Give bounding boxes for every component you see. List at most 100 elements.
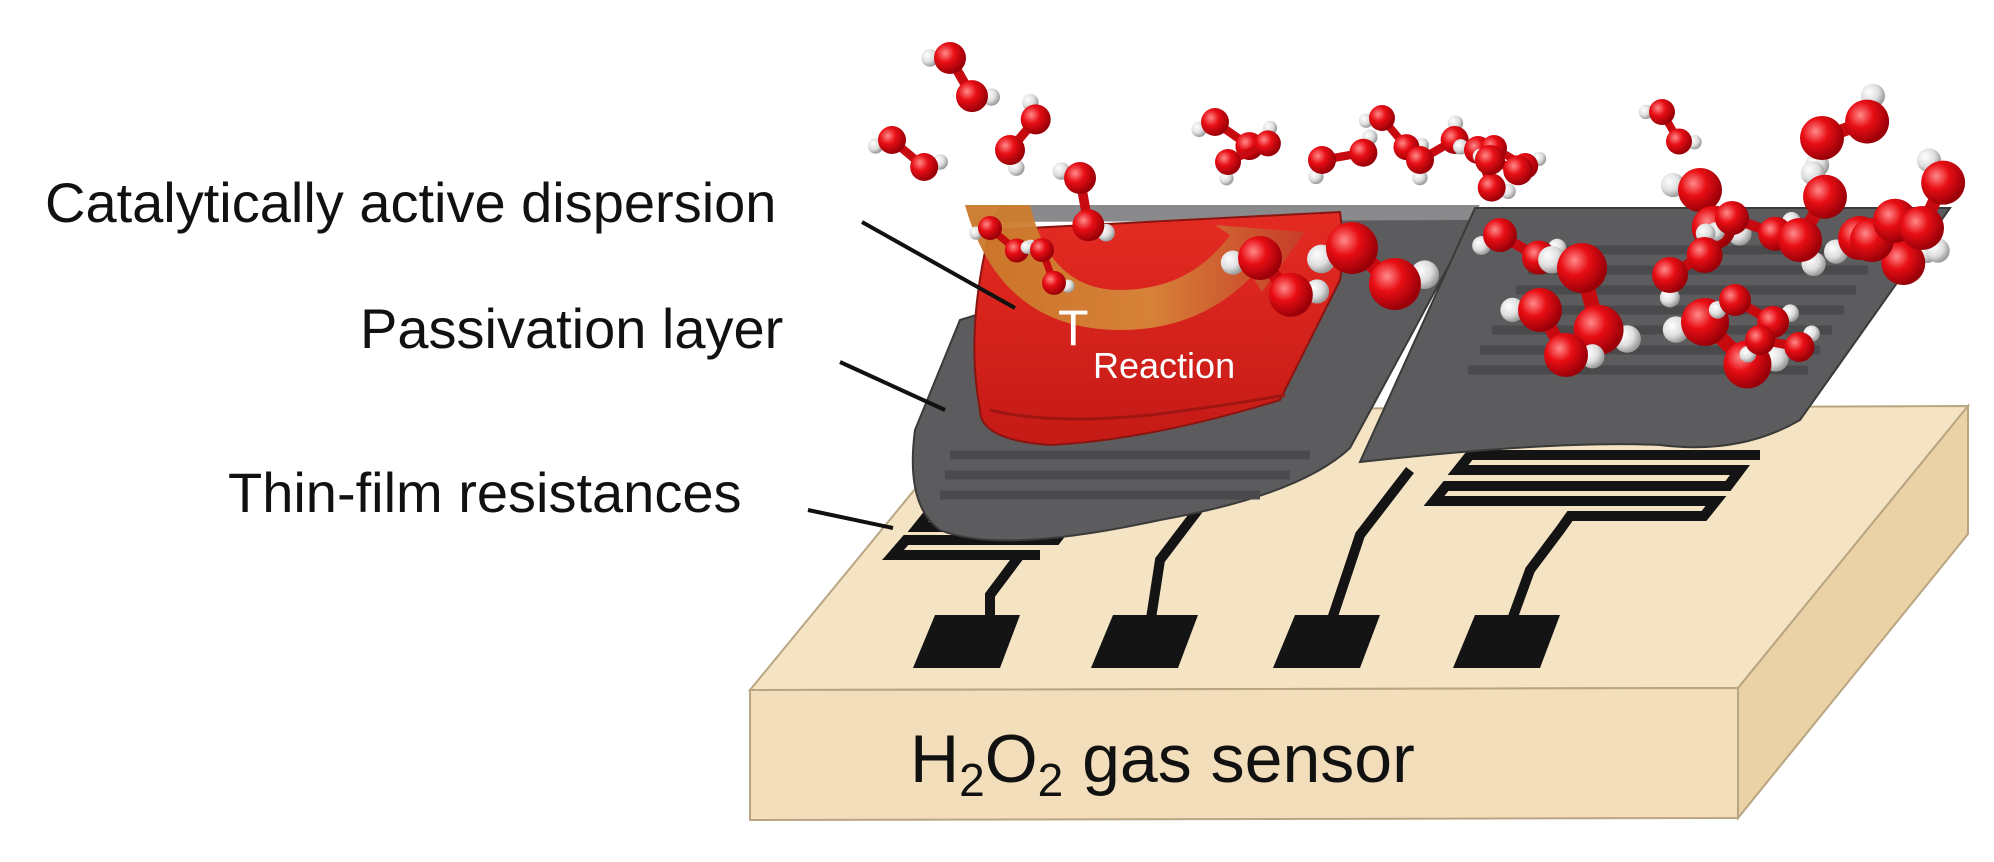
oxygen-atom (1518, 288, 1562, 332)
molecule-icon (1307, 222, 1439, 310)
molecule-icon (1538, 243, 1641, 355)
sensor-title: H2O2 gas sensor (910, 721, 1415, 806)
sensor-title-o: O (985, 721, 1038, 797)
contact-pad-4 (1453, 615, 1560, 668)
oxygen-atom (1652, 257, 1688, 293)
oxygen-atom (1308, 146, 1336, 174)
molecule-icon (921, 42, 1000, 113)
molecule-icon (1052, 162, 1115, 242)
molecule-icon (1900, 148, 1966, 263)
lead-3 (1325, 466, 1414, 627)
oxygen-atom (1666, 128, 1692, 155)
molecules (867, 42, 1966, 389)
molecule-icon (1638, 99, 1702, 155)
molecule-icon (1500, 288, 1605, 378)
oxygen-atom (1719, 284, 1751, 316)
oxygen-atom (1369, 105, 1395, 131)
molecule-icon (1800, 83, 1890, 178)
hydrogen-atom (1500, 297, 1525, 322)
sensor-title-rest: gas sensor (1063, 721, 1415, 797)
sensor-title-sub2: 2 (1038, 754, 1064, 806)
reaction-subscript: Reaction (1093, 345, 1235, 386)
molecule-icon (1215, 120, 1281, 186)
heat-arrow-icon (965, 205, 1305, 330)
buried-meander-left (940, 450, 1310, 500)
oxygen-atom (1201, 108, 1229, 136)
oxygen-atom (1745, 325, 1775, 355)
oxygen-atom (1406, 146, 1434, 174)
molecule-icon (1020, 238, 1075, 295)
substrate-side (1737, 403, 1969, 821)
oxygen-atom (1686, 237, 1723, 273)
hydrogen-atom (1638, 104, 1653, 120)
oxygen-atom (956, 80, 988, 113)
thin-film-traces (882, 450, 1760, 627)
contact-pad-2 (1091, 615, 1198, 668)
oxygen-atom (1041, 270, 1066, 295)
molecule-icon (1220, 236, 1330, 317)
oxygen-atom (1064, 162, 1096, 194)
oxygen-atom (1020, 104, 1051, 135)
oxygen-atom (978, 216, 1002, 240)
molecule-icon (1778, 161, 1847, 276)
oxygen-atom (1349, 138, 1378, 167)
oxygen-atom (1503, 155, 1534, 186)
molecule-icon (1652, 223, 1723, 308)
label-thin-film-resistances: Thin-film resistances (228, 461, 741, 524)
oxygen-atom (1544, 333, 1588, 378)
oxygen-atom (1845, 99, 1890, 144)
contact-pads (913, 615, 1560, 668)
passivation-top-band (990, 205, 1480, 222)
molecule-icon (995, 93, 1051, 176)
lead-2 (1145, 506, 1202, 626)
oxygen-atom (878, 126, 906, 154)
oxygen-atom (1784, 331, 1815, 362)
molecule-icon (1708, 284, 1799, 338)
reaction-symbol: T (1058, 300, 1089, 356)
oxygen-atom (1678, 168, 1722, 212)
molecule-icon (1308, 129, 1378, 185)
molecule-icon (1850, 198, 1917, 262)
oxygen-atom (1573, 304, 1624, 355)
oxygen-atom (1215, 149, 1241, 175)
oxygen-atom (1326, 222, 1378, 274)
oxygen-atom (1368, 257, 1421, 310)
dispersion-edge (989, 393, 1286, 421)
oxygen-atom (1800, 116, 1844, 160)
leader-catalytic (861, 220, 1016, 310)
oxygen-atom (995, 135, 1025, 165)
oxygen-atom (1030, 238, 1054, 262)
oxygen-atom (1715, 201, 1749, 235)
oxygen-atom (1475, 145, 1505, 175)
contact-pad-3 (1273, 615, 1380, 668)
molecule-icon (867, 126, 948, 181)
oxygen-atom (1649, 99, 1675, 125)
hydrogen-atom (921, 49, 939, 67)
oxygen-atom (1268, 272, 1313, 317)
oxygen-atom (1921, 160, 1966, 205)
oxygen-atom (1900, 206, 1944, 250)
label-passivation-layer: Passivation layer (360, 297, 783, 360)
hydrogen-atom (1659, 287, 1680, 308)
oxygen-atom (1778, 218, 1822, 262)
molecule-icon (1358, 105, 1430, 161)
leader-passivation (839, 360, 946, 412)
oxygen-atom (934, 42, 966, 74)
right-meander (1423, 450, 1760, 627)
oxygen-atom (1881, 241, 1926, 285)
oxygen-atom (910, 152, 939, 181)
oxygen-atom (1238, 236, 1282, 280)
oxygen-atom (1477, 173, 1506, 202)
hydrogen-atom (1412, 169, 1428, 186)
sensor-title-h: H (910, 721, 959, 797)
leader-lines (807, 220, 1016, 530)
oxygen-atom (1557, 243, 1607, 293)
molecule-icon (1475, 145, 1534, 186)
oxygen-atom (1803, 174, 1847, 219)
oxygen-atom (1254, 130, 1281, 157)
sensor-title-sub1: 2 (959, 754, 985, 806)
molecule-icon (1406, 115, 1469, 186)
label-catalytic-dispersion: Catalytically active dispersion (45, 171, 776, 234)
reaction-temperature-label: T Reaction (1058, 300, 1235, 386)
